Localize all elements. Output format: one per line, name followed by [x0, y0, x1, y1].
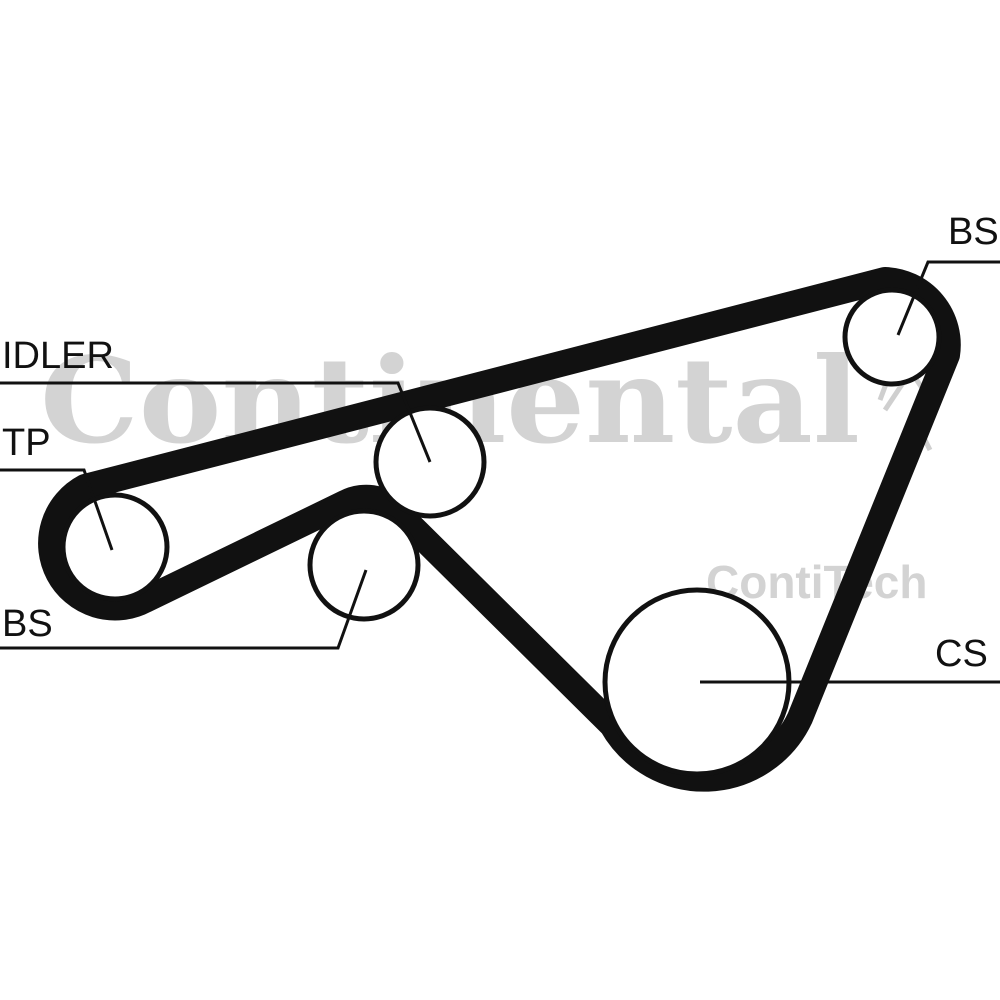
label-idler: IDLER	[2, 335, 114, 377]
pulley-tp	[60, 492, 170, 602]
leader-idler	[0, 381, 432, 463]
watermark-subbrand-text: ContiTech	[706, 556, 927, 608]
label-bs-left: BS	[2, 603, 53, 645]
drive-belt	[38, 267, 961, 792]
label-tp: TP	[2, 422, 51, 464]
leader-tp	[0, 468, 114, 551]
pulley-bs-left	[307, 508, 421, 622]
label-bs-top: BS	[948, 211, 999, 253]
label-cs: CS	[935, 633, 988, 675]
pulley-bs-top	[842, 287, 942, 387]
leader-bs-top	[896, 260, 1000, 336]
leader-bs-left	[0, 569, 368, 650]
